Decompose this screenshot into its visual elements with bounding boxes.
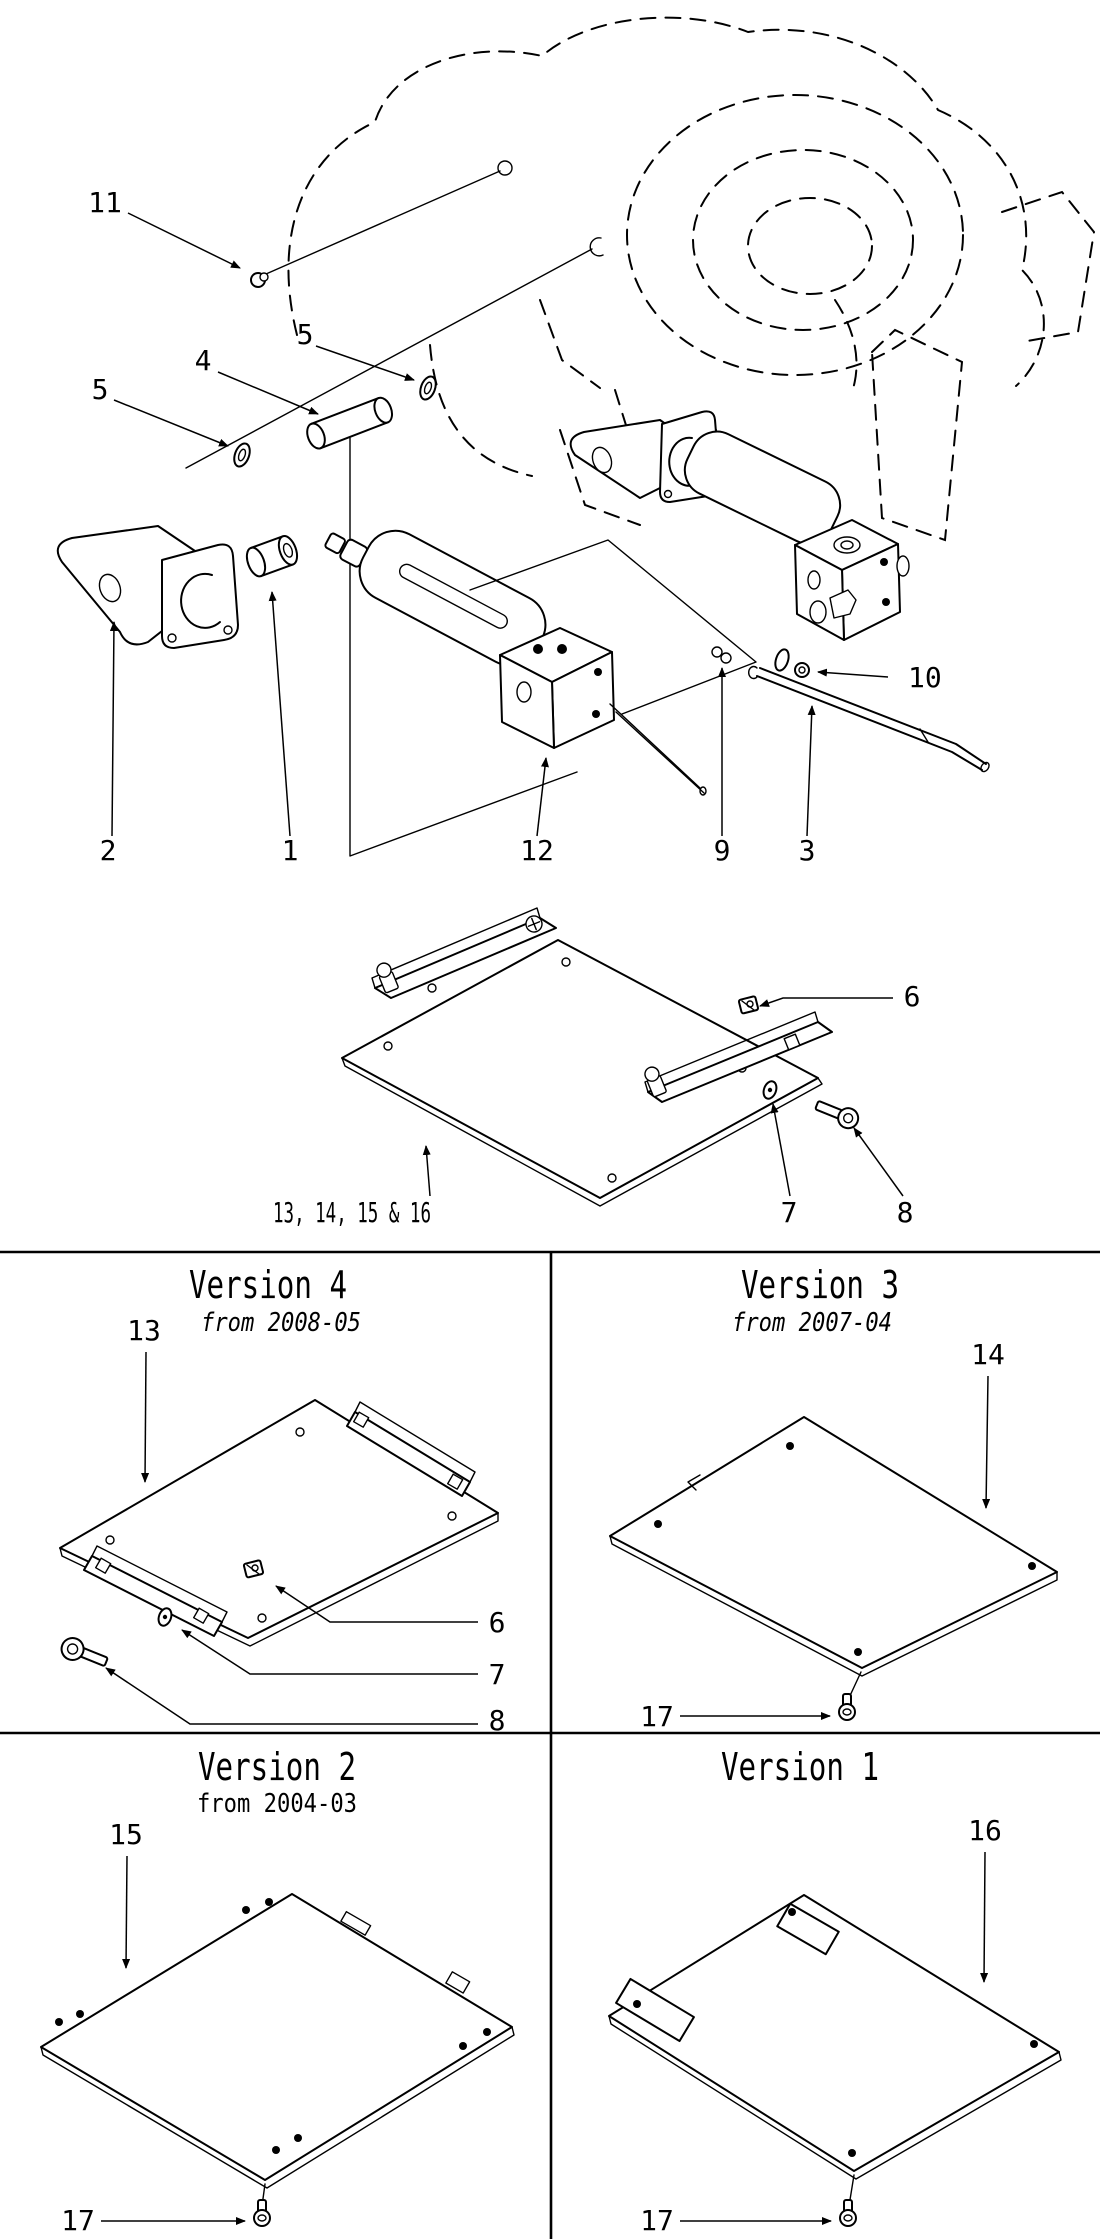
panel-v4-callout-8: 8 [489,1704,506,1737]
callout-8: 8 [897,1196,914,1229]
part-8-screw [814,1100,860,1130]
panel-v4-callout-6: 6 [489,1606,506,1639]
panel-v1-title: Version 1 [721,1745,879,1789]
panel-v3-title: Version 3 [741,1263,899,1307]
panel-v1-callout-17: 17 [640,2204,674,2237]
panel-v4-subtitle: from 2008-05 [201,1308,361,1338]
part-4-pin-and-5-orings [113,248,593,857]
panel-v2-title: Version 2 [198,1745,356,1789]
callout-plate-group: 13, 14, 15 & 16 [273,1196,431,1229]
part-9-fitting [711,646,732,836]
panel-v1-part-17-screw [839,2199,857,2227]
callout-1: 1 [282,834,299,867]
callout-6: 6 [904,980,921,1013]
lift-cylinder-assembly [469,410,910,715]
panel-v4-part-8-screw [60,1637,109,1667]
panel-version-3: Version 3 from 2007-04 14 17 [609,1263,1058,1733]
part-12-actuator [324,529,707,837]
callout-5-lower: 5 [92,373,109,406]
panel-v4-title: Version 4 [189,1263,347,1307]
callout-11: 11 [88,186,122,219]
panel-v1-callout-16: 16 [968,1814,1002,1847]
part-6-clip-nut [737,995,760,1015]
callout-9: 9 [714,834,731,867]
panel-version-4: Version 4 from 2008-05 [59,1263,506,1737]
panel-v4-callout-7: 7 [489,1658,506,1691]
callout-10: 10 [908,661,942,694]
panel-v4-callout-13: 13 [127,1314,161,1347]
part-2-bracket [56,525,239,837]
plate-assembly [341,907,904,1207]
panel-v2-callout-17: 17 [61,2204,95,2237]
part-3-rod-and-10-nut [747,648,990,837]
callout-4: 4 [195,344,212,377]
callout-7: 7 [781,1196,798,1229]
panel-v3-subtitle: from 2007-04 [732,1308,892,1338]
panel-version-1: Version 1 16 17 [608,1745,1062,2237]
part-11-screw [127,170,501,288]
callout-2: 2 [100,834,117,867]
callout-5-upper: 5 [297,318,314,351]
version-panels-grid [0,1250,1100,2239]
callout-12: 12 [520,834,554,867]
part-1-bushing [245,535,299,837]
panel-v2-callout-15: 15 [109,1818,143,1851]
panel-v2-part-17-screw [253,2199,271,2227]
panel-v3-callout-14: 14 [971,1338,1005,1371]
panel-v4-part-7-washer [157,1607,173,1627]
panel-v3-part-17-screw [838,1693,856,1721]
part-7-washer [762,1080,778,1100]
panel-v2-subtitle: from 2004-03 [197,1789,357,1819]
panel-v4-part-6-clip-nut [242,1559,265,1579]
callout-3: 3 [799,834,816,867]
panel-version-2: Version 2 from 2004-03 15 17 [40,1745,515,2237]
panel-v3-callout-17: 17 [640,1700,674,1733]
